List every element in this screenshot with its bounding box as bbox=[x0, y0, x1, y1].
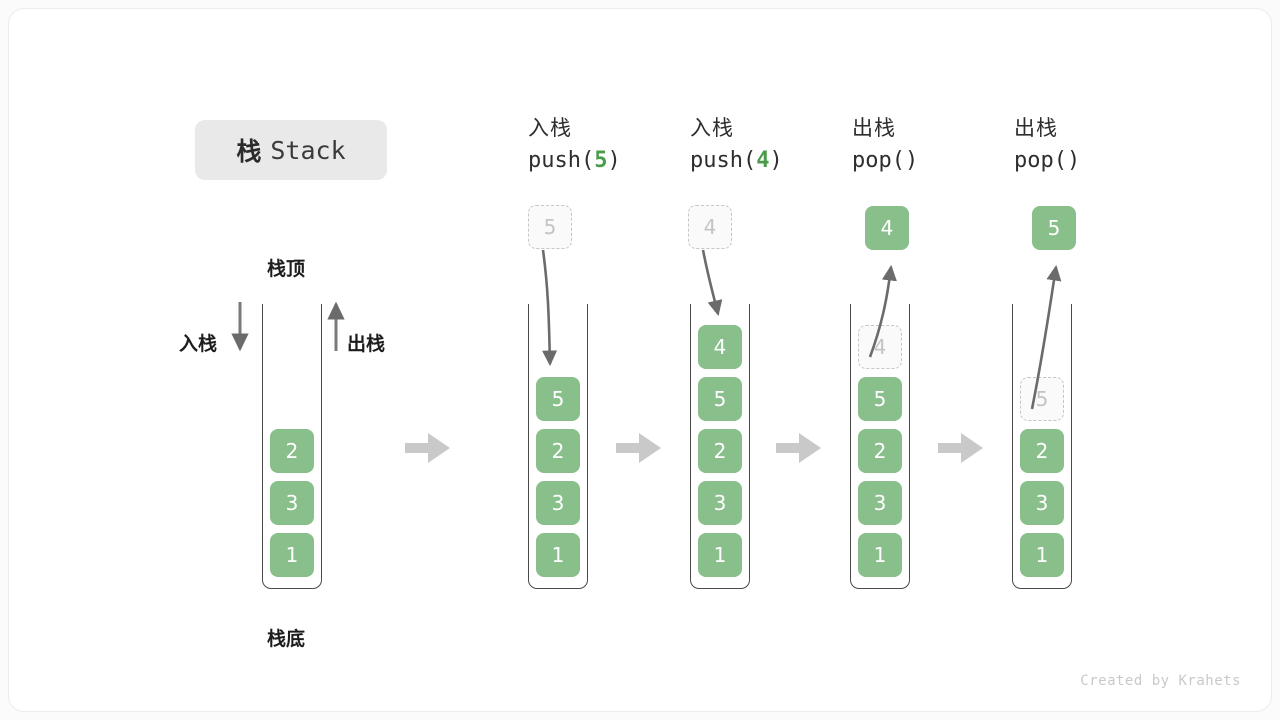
stack-cell: 2 bbox=[858, 429, 902, 473]
push-value: 5 bbox=[594, 148, 608, 173]
stack-cell: 3 bbox=[1020, 481, 1064, 525]
column-header-code: pop() bbox=[852, 148, 919, 173]
stack-cell: 2 bbox=[536, 429, 580, 473]
column-header-push-4: 入栈 push(4) bbox=[690, 114, 860, 178]
diagram-title-cn: 栈 bbox=[236, 138, 263, 166]
stack-container bbox=[262, 304, 322, 589]
stack-cell: 3 bbox=[698, 481, 742, 525]
stack-container bbox=[528, 304, 588, 589]
stack-cell: 1 bbox=[270, 533, 314, 577]
column-header-code: pop() bbox=[1014, 148, 1081, 173]
stack-cell: 4 bbox=[698, 325, 742, 369]
stack-cell: 3 bbox=[858, 481, 902, 525]
column-header-cn: 出栈 bbox=[1014, 117, 1058, 140]
diagram-title-en: Stack bbox=[270, 135, 346, 165]
stack-container bbox=[690, 304, 750, 589]
column-header-cn: 出栈 bbox=[852, 117, 896, 140]
stack-cell: 3 bbox=[536, 481, 580, 525]
popped-slot-ghost: 5 bbox=[1020, 377, 1064, 421]
column-header-pop-5: 出栈 pop() bbox=[1014, 114, 1184, 178]
flow-arrow-icon bbox=[938, 433, 983, 463]
stack-cell: 1 bbox=[536, 533, 580, 577]
stack-container bbox=[850, 304, 910, 589]
flow-arrow-icon bbox=[405, 433, 450, 463]
stack-cell: 1 bbox=[698, 533, 742, 577]
column-header-code: push(4) bbox=[690, 148, 783, 173]
stack-cell: 2 bbox=[1020, 429, 1064, 473]
push-value: 4 bbox=[756, 148, 770, 173]
credit-text: Created by Krahets bbox=[1080, 673, 1241, 689]
stack-container bbox=[1012, 304, 1072, 589]
flow-arrow-icon bbox=[616, 433, 661, 463]
stack-cell: 1 bbox=[1020, 533, 1064, 577]
column-header-cn: 入栈 bbox=[690, 117, 734, 140]
popped-element-4: 4 bbox=[865, 206, 909, 250]
stack-cell: 2 bbox=[698, 429, 742, 473]
column-header-pop-4: 出栈 pop() bbox=[852, 114, 1022, 178]
incoming-element-4: 4 bbox=[688, 205, 732, 249]
stack-top-label: 栈顶 bbox=[267, 259, 306, 280]
stack-cell: 1 bbox=[858, 533, 902, 577]
flow-arrow-icon bbox=[776, 433, 821, 463]
column-header-push-5: 入栈 push(5) bbox=[528, 114, 698, 178]
pop-direction-label: 出栈 bbox=[347, 334, 386, 355]
diagram-card: 栈 Stack 栈顶 栈底 入栈 出栈 入栈 push(5) 入栈 push(4… bbox=[8, 8, 1272, 712]
stack-bottom-label: 栈底 bbox=[267, 629, 306, 650]
column-header-cn: 入栈 bbox=[528, 117, 572, 140]
stack-cell: 5 bbox=[858, 377, 902, 421]
diagram-title-badge: 栈 Stack bbox=[195, 120, 387, 180]
incoming-element-5: 5 bbox=[528, 205, 572, 249]
stack-cell: 5 bbox=[536, 377, 580, 421]
stack-cell: 3 bbox=[270, 481, 314, 525]
column-header-code: push(5) bbox=[528, 148, 621, 173]
popped-element-5: 5 bbox=[1032, 206, 1076, 250]
push-direction-label: 入栈 bbox=[179, 334, 218, 355]
popped-slot-ghost: 4 bbox=[858, 325, 902, 369]
stack-cell: 5 bbox=[698, 377, 742, 421]
stack-cell: 2 bbox=[270, 429, 314, 473]
